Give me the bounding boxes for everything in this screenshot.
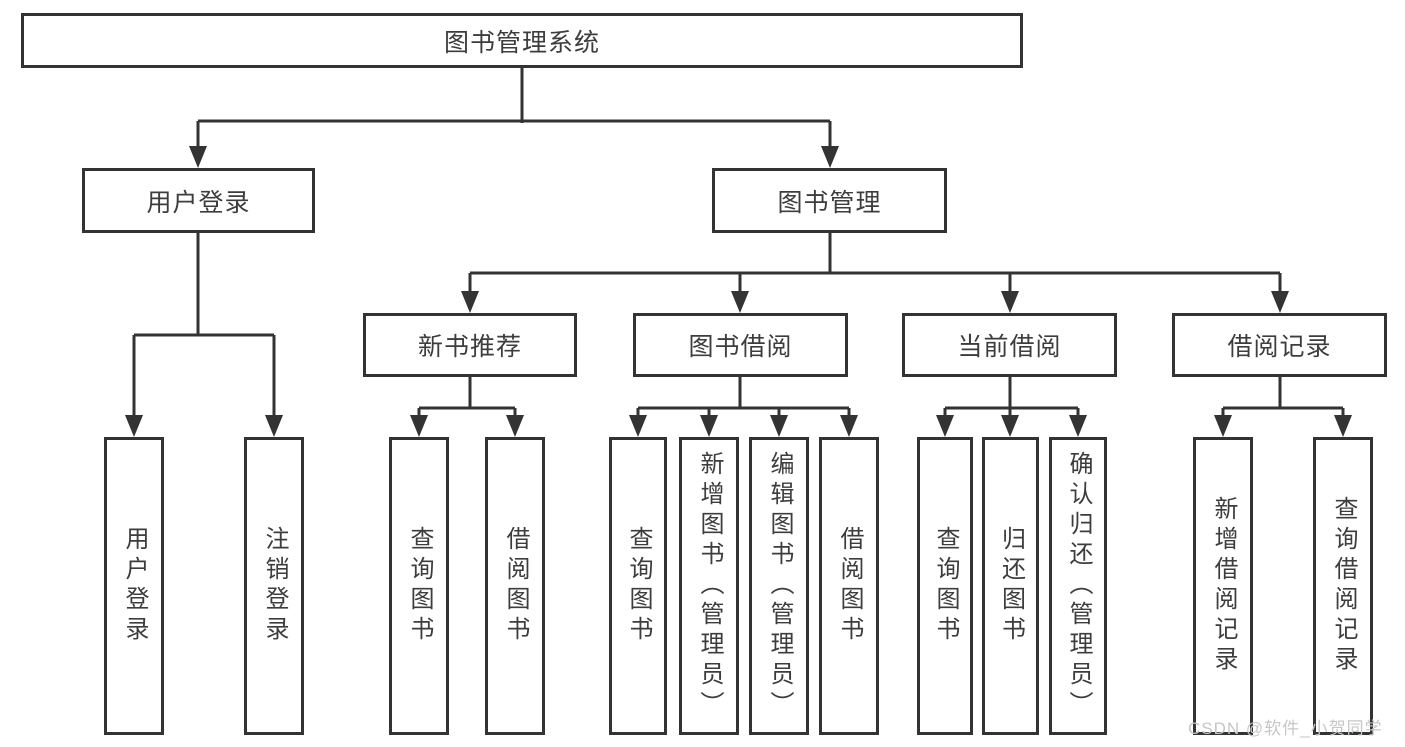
leaf-borrow-books-recommend-label: 借阅图书 bbox=[502, 526, 529, 646]
leaf-confirm-return-admin-label: 确认归还（管理员） bbox=[1065, 451, 1092, 721]
leaf-edit-books-admin: 编辑图书（管理员） bbox=[749, 437, 809, 735]
leaf-query-borrow-record-label: 查询借阅记录 bbox=[1330, 496, 1357, 676]
connector-book-management-children bbox=[468, 233, 1282, 293]
connector-new-book-recommend-children bbox=[417, 377, 517, 417]
leaf-add-borrow-record-label: 新增借阅记录 bbox=[1210, 496, 1237, 676]
connector-root-to-level2 bbox=[196, 68, 832, 148]
node-book-management: 图书管理 bbox=[712, 168, 947, 233]
leaf-query-books-borrow: 查询图书 bbox=[609, 437, 667, 735]
leaf-query-books-recommend-label: 查询图书 bbox=[406, 526, 433, 646]
connector-user-login-children bbox=[132, 233, 276, 417]
leaf-logout: 注销登录 bbox=[244, 437, 304, 735]
leaf-borrow-books: 借阅图书 bbox=[819, 437, 879, 735]
node-borrow-records-label: 借阅记录 bbox=[1227, 333, 1332, 361]
arrowheads-level2 bbox=[189, 146, 839, 168]
node-current-borrow: 当前借阅 bbox=[902, 313, 1117, 377]
node-user-login: 用户登录 bbox=[82, 168, 315, 233]
arrowheads-level3 bbox=[461, 291, 1289, 313]
leaf-user-login: 用户登录 bbox=[104, 437, 164, 735]
node-book-borrow: 图书借阅 bbox=[633, 313, 848, 377]
leaf-query-books-recommend: 查询图书 bbox=[389, 437, 449, 735]
leaf-add-books-admin-label: 新增图书（管理员） bbox=[696, 451, 723, 721]
connector-borrow-records-children bbox=[1221, 377, 1345, 417]
leaf-query-books-borrow-label: 查询图书 bbox=[625, 526, 652, 646]
arrowheads-current-borrow-children bbox=[936, 415, 1087, 437]
leaf-confirm-return-admin: 确认归还（管理员） bbox=[1049, 437, 1107, 735]
node-user-login-label: 用户登录 bbox=[146, 188, 251, 217]
node-book-borrow-label: 图书借阅 bbox=[688, 333, 793, 361]
leaf-return-books: 归还图书 bbox=[982, 437, 1039, 735]
arrowheads-borrow-records-children bbox=[1214, 415, 1352, 437]
watermark: CSDN @软件_小贺同学 bbox=[1188, 719, 1383, 738]
leaf-edit-books-admin-label: 编辑图书（管理员） bbox=[766, 451, 793, 721]
connector-book-borrow-children bbox=[636, 377, 851, 417]
arrowheads-new-book-recommend-children bbox=[410, 415, 524, 437]
node-book-management-label: 图书管理 bbox=[777, 188, 882, 217]
node-root-label: 图书管理系统 bbox=[443, 28, 600, 57]
leaf-borrow-books-label: 借阅图书 bbox=[836, 526, 863, 646]
leaf-return-books-label: 归还图书 bbox=[997, 526, 1025, 646]
leaf-add-borrow-record: 新增借阅记录 bbox=[1193, 437, 1253, 735]
arrowheads-user-login-children bbox=[125, 415, 283, 437]
leaf-borrow-books-recommend: 借阅图书 bbox=[485, 437, 545, 735]
node-current-borrow-label: 当前借阅 bbox=[957, 333, 1062, 361]
leaf-query-books-current: 查询图书 bbox=[917, 437, 973, 735]
connector-current-borrow-children bbox=[943, 377, 1080, 417]
leaf-user-login-label: 用户登录 bbox=[121, 526, 148, 646]
node-new-book-recommend: 新书推荐 bbox=[363, 313, 577, 377]
leaf-query-borrow-record: 查询借阅记录 bbox=[1313, 437, 1373, 735]
leaf-add-books-admin: 新增图书（管理员） bbox=[679, 437, 739, 735]
leaf-query-books-current-label: 查询图书 bbox=[932, 526, 959, 646]
node-root: 图书管理系统 bbox=[21, 13, 1023, 68]
arrowheads-book-borrow-children bbox=[629, 415, 858, 437]
leaf-logout-label: 注销登录 bbox=[261, 526, 288, 646]
node-new-book-recommend-label: 新书推荐 bbox=[417, 333, 522, 361]
node-borrow-records: 借阅记录 bbox=[1172, 313, 1387, 377]
